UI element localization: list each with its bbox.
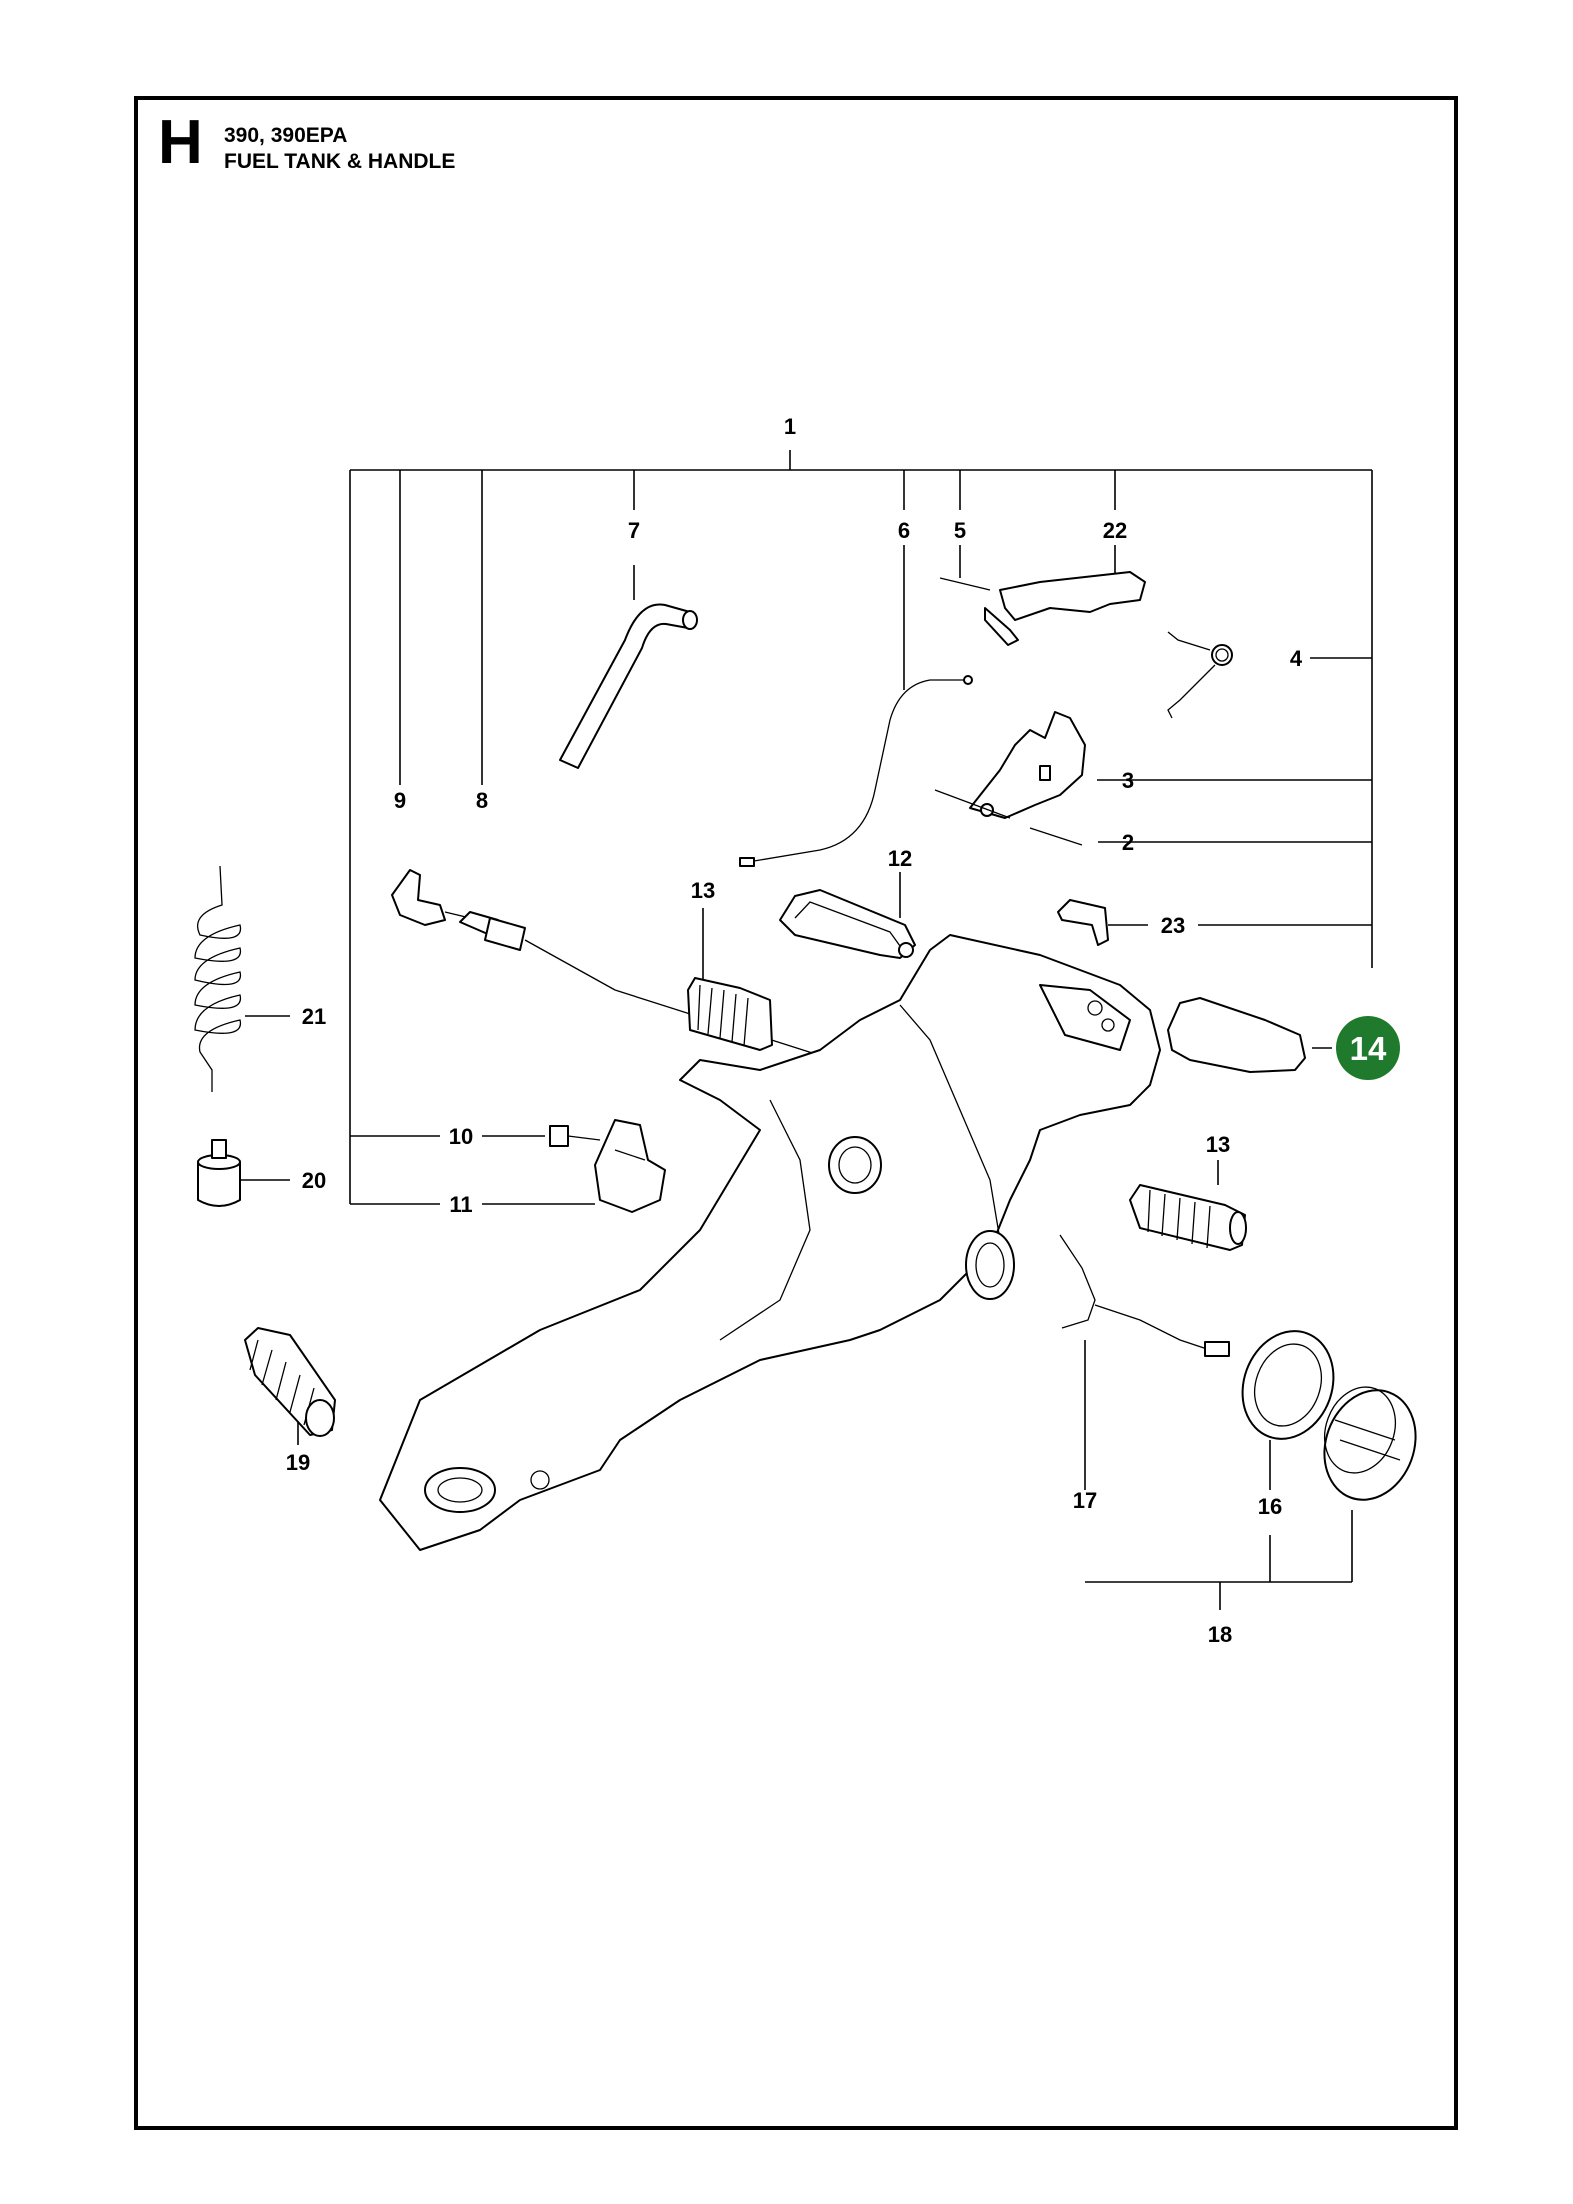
callout-14: 14 bbox=[1350, 1030, 1387, 1067]
section-letter: H bbox=[158, 108, 203, 177]
callout-3: 3 bbox=[1122, 768, 1134, 793]
assembly-bracket-1 bbox=[349, 450, 1373, 1204]
callout-17: 17 bbox=[1073, 1488, 1097, 1513]
adjuster-rod-part bbox=[459, 911, 851, 1066]
callout-20: 20 bbox=[302, 1168, 326, 1193]
callout-8: 8 bbox=[476, 788, 488, 813]
callout-23: 23 bbox=[1161, 913, 1185, 938]
spring-part bbox=[1167, 631, 1233, 719]
callout-13-right: 13 bbox=[1206, 1132, 1230, 1157]
callout-22: 22 bbox=[1103, 518, 1127, 543]
callout-18: 18 bbox=[1208, 1622, 1232, 1647]
bracket-part bbox=[594, 1119, 666, 1213]
screw-part bbox=[549, 1125, 601, 1147]
callout-9: 9 bbox=[394, 788, 406, 813]
callout-21: 21 bbox=[302, 1004, 326, 1029]
clip-part bbox=[1057, 899, 1109, 946]
oil-hose-part bbox=[1059, 1234, 1230, 1357]
section-title: FUEL TANK & HANDLE bbox=[224, 150, 456, 173]
callout-11: 11 bbox=[449, 1192, 472, 1217]
fuel-filter-part bbox=[197, 1139, 241, 1207]
handle-grip-part bbox=[1167, 997, 1306, 1073]
highlighted-callout-14[interactable]: 14 bbox=[1336, 1016, 1400, 1080]
handle-cover-part bbox=[779, 889, 916, 959]
pin-part bbox=[934, 789, 1083, 846]
callout-labels: 1 7 6 5 22 4 3 2 23 9 8 12 13 13 21 10 1… bbox=[286, 414, 1303, 1647]
callout-12: 12 bbox=[888, 846, 912, 871]
callout-16: 16 bbox=[1258, 1494, 1282, 1519]
callout-6: 6 bbox=[898, 518, 910, 543]
callout-1: 1 bbox=[784, 414, 796, 439]
throttle-lock-part bbox=[939, 571, 1146, 646]
callout-10: 10 bbox=[449, 1124, 473, 1149]
throttle-trigger-part bbox=[969, 711, 1086, 819]
damper-spring-top-part bbox=[687, 977, 773, 1051]
diagram-frame bbox=[134, 96, 1458, 2130]
model-line: 390, 390EPA bbox=[224, 124, 348, 147]
throttle-cable-part bbox=[739, 675, 973, 867]
damper-spring-lower-part bbox=[244, 1327, 336, 1437]
leader-lines bbox=[232, 545, 1372, 1610]
callout-2: 2 bbox=[1122, 830, 1134, 855]
callout-7: 7 bbox=[628, 518, 640, 543]
fuel-cap-part bbox=[1323, 1386, 1417, 1501]
fuel-tank-housing-part bbox=[379, 934, 1161, 1551]
callout-5: 5 bbox=[954, 518, 966, 543]
fuel-hose-part bbox=[559, 603, 698, 769]
callout-13-top: 13 bbox=[691, 878, 715, 903]
fuel-hose-coil-part bbox=[194, 865, 242, 1092]
highlight-circle bbox=[1336, 1016, 1400, 1080]
callout-19: 19 bbox=[286, 1450, 310, 1475]
damper-spring-right-part bbox=[1129, 1184, 1247, 1251]
seal-ring-part bbox=[1241, 1330, 1335, 1440]
fitting-part bbox=[391, 869, 471, 926]
callout-4: 4 bbox=[1290, 646, 1303, 671]
